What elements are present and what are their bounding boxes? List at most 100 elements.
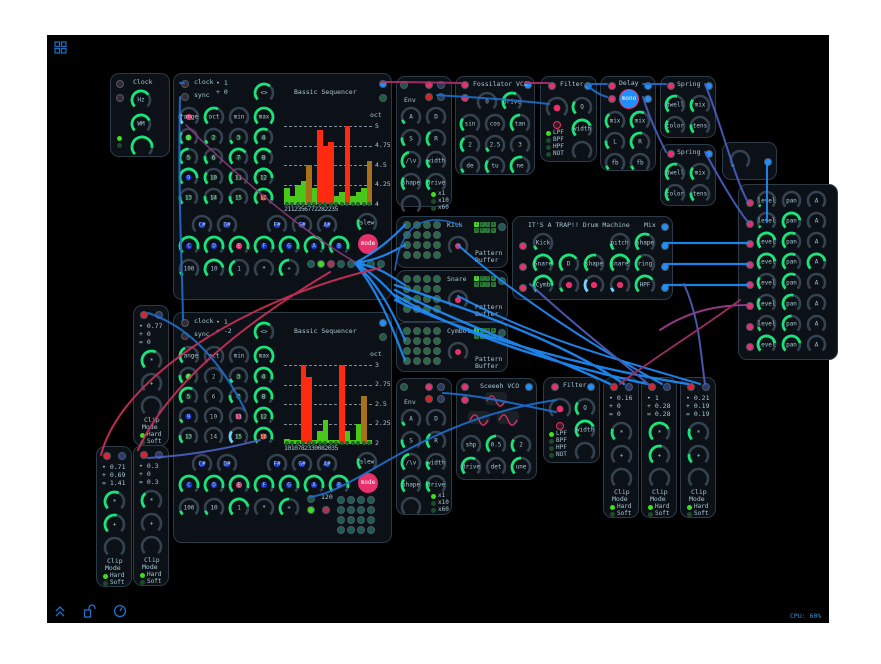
4-knob[interactable]: 4 (253, 366, 274, 387)
in-port[interactable] (140, 311, 148, 319)
mix-knob[interactable]: mix (604, 110, 626, 132)
channel-in-port[interactable] (746, 322, 754, 331)
in-port[interactable] (103, 452, 111, 460)
e-knob[interactable]: E (228, 474, 250, 496)
unlabeled-knob[interactable] (400, 496, 422, 518)
cos-knob[interactable]: cos (484, 113, 506, 135)
in-port[interactable] (140, 451, 148, 459)
a-knob[interactable]: A (806, 314, 827, 335)
step-port[interactable] (413, 327, 421, 335)
13-knob[interactable]: 13 (178, 426, 199, 447)
channel-in-port[interactable] (746, 302, 754, 310)
drive-knob[interactable]: drive (425, 172, 447, 194)
kick-knob[interactable]: Kick (532, 232, 554, 254)
oct-knob[interactable]: oct (203, 345, 225, 367)
mode-led[interactable]: Hard (140, 432, 161, 438)
2-5-knob[interactable]: 2.5 (484, 134, 506, 156)
out-port[interactable] (702, 383, 710, 391)
pattern-knob[interactable] (447, 235, 469, 257)
out-port[interactable] (498, 277, 506, 285)
pan-knob[interactable]: pan (781, 231, 802, 252)
1-knob[interactable]: 1 (178, 366, 199, 387)
--knob[interactable]: + (610, 444, 633, 467)
a-sharp-knob[interactable]: A# (316, 453, 338, 475)
11-knob[interactable]: 11 (228, 406, 249, 427)
--knob[interactable]: * (253, 258, 275, 280)
mode-led[interactable]: x60 (431, 507, 449, 513)
level-knob[interactable]: level (756, 231, 777, 252)
a-knob[interactable]: A (303, 235, 325, 257)
step-port[interactable] (403, 305, 411, 313)
mode-led[interactable]: NOT (549, 452, 567, 458)
step-port[interactable] (403, 231, 411, 239)
waveform-display[interactable] (485, 392, 507, 407)
pattern-cell[interactable]: 5 (474, 334, 479, 339)
--knob[interactable]: * (140, 349, 163, 372)
2-knob[interactable]: 2 (510, 434, 532, 456)
cv-port[interactable] (337, 496, 345, 504)
mode-led[interactable]: x10 (431, 198, 449, 204)
mode-led[interactable]: Soft (140, 579, 161, 585)
step-port[interactable] (423, 337, 431, 345)
pan-knob[interactable]: pan (781, 211, 802, 232)
hz-knob[interactable]: Hz (130, 89, 152, 111)
trig-port[interactable] (425, 93, 433, 101)
unlabeled-knob[interactable] (558, 274, 580, 296)
0-knob[interactable]: 0 (476, 91, 498, 113)
pan-knob[interactable]: pan (781, 314, 802, 335)
g-sharp-knob[interactable]: G# (291, 214, 313, 236)
out-port[interactable] (524, 81, 532, 89)
mode-led[interactable]: Soft (103, 580, 124, 586)
step-port[interactable] (423, 241, 431, 249)
mix-knob[interactable]: mix (689, 162, 711, 184)
gate-out-port[interactable] (379, 333, 387, 341)
step-port[interactable] (433, 305, 441, 313)
cv-port[interactable] (377, 260, 385, 268)
out-port[interactable] (705, 82, 713, 90)
pattern-cell[interactable]: 6 (479, 228, 485, 233)
pattern-cell[interactable]: 1 (474, 222, 479, 227)
shape-knob[interactable]: shape (400, 172, 422, 194)
width-knob[interactable]: width (574, 419, 596, 441)
12-knob[interactable]: 12 (253, 167, 274, 188)
step-port[interactable] (433, 251, 441, 259)
out-port[interactable] (587, 383, 595, 391)
2-knob[interactable]: 2 (459, 134, 481, 156)
tens-knob[interactable]: tens (689, 183, 711, 205)
step-bar[interactable] (344, 126, 350, 204)
1-knob[interactable]: 1 (178, 127, 199, 148)
mode-led[interactable]: HPF (549, 445, 567, 451)
mode-led[interactable]: Hard (610, 504, 631, 510)
pattern-cell[interactable]: 4 (490, 328, 496, 333)
fm-port[interactable] (461, 396, 469, 404)
step-port[interactable] (423, 251, 431, 259)
7-knob[interactable]: 7 (228, 147, 249, 168)
cv-port[interactable] (357, 506, 365, 514)
7-knob[interactable]: 7 (228, 386, 249, 407)
3-knob[interactable]: 3 (509, 134, 531, 156)
cv-port[interactable] (337, 516, 345, 524)
min-knob[interactable]: min (228, 345, 250, 367)
pan-knob[interactable]: pan (781, 252, 802, 273)
mode-led[interactable]: Soft (610, 511, 631, 517)
10-knob[interactable]: 10 (203, 406, 224, 427)
mode-led[interactable]: Soft (648, 511, 669, 517)
step-bar[interactable] (355, 192, 361, 204)
cv-port[interactable] (317, 260, 325, 268)
step-port[interactable] (413, 347, 421, 355)
in-port[interactable] (687, 383, 695, 391)
3-knob[interactable]: 3 (228, 127, 249, 148)
step-port[interactable] (413, 251, 421, 259)
--knob[interactable]: * (610, 421, 633, 444)
mono-toggle[interactable]: mono (619, 89, 639, 109)
level-knob[interactable]: level (756, 211, 777, 232)
fb-knob[interactable]: fb (629, 152, 651, 174)
step-port[interactable] (403, 295, 411, 303)
out-port[interactable] (379, 319, 387, 327)
14-knob[interactable]: 14 (203, 426, 224, 447)
step-port[interactable] (403, 357, 411, 365)
unlabeled-knob[interactable] (545, 96, 569, 120)
cv-port[interactable] (337, 526, 345, 534)
cv-port[interactable] (347, 526, 355, 534)
out-port[interactable] (705, 150, 713, 158)
